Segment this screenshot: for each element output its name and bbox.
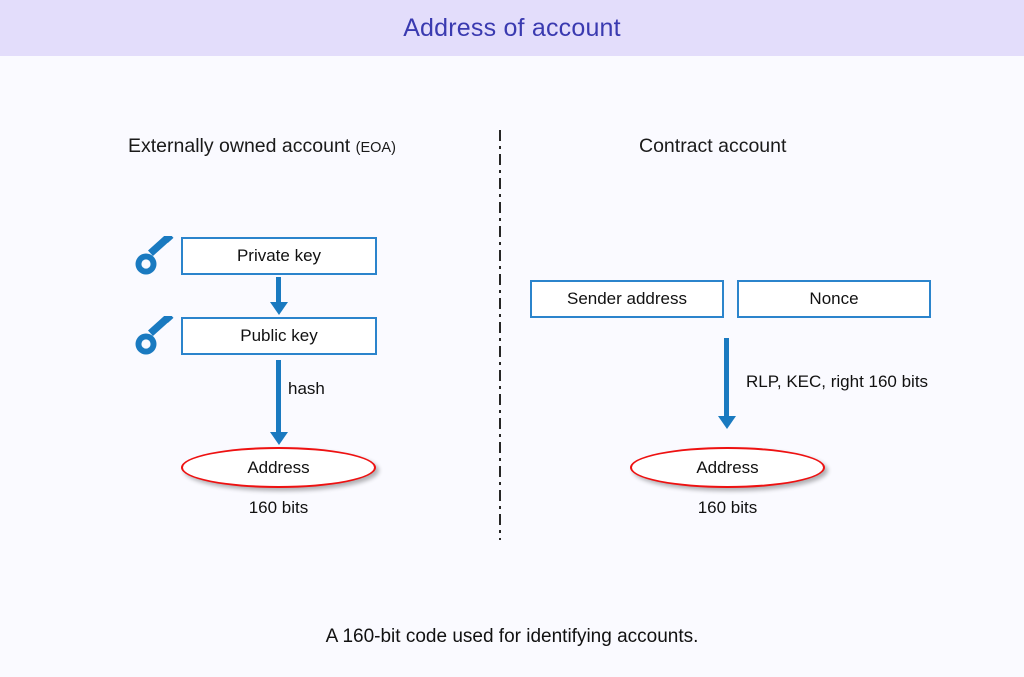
key-icon: [134, 312, 176, 356]
key-icon: [134, 232, 176, 276]
left-column-heading-sub: (EOA): [355, 140, 396, 156]
ellipse-address[interactable]: Address: [630, 447, 825, 488]
bits-label: 160 bits: [248, 498, 309, 517]
arrow-label-rlp-kec: RLP, KEC, right 160 bits: [746, 372, 929, 391]
arrow-hash: [270, 360, 288, 446]
page-title: Address of account: [403, 13, 621, 42]
box-private-key[interactable]: Private key: [181, 237, 377, 275]
right-column-heading: Contract account: [639, 135, 786, 158]
box-nonce[interactable]: Nonce: [737, 280, 931, 318]
arrow-private-to-public: [270, 277, 288, 315]
slide-header-bar: Address of account: [0, 0, 1024, 56]
left-column-heading-main: Externally owned account: [128, 135, 351, 157]
box-sender-address[interactable]: Sender address: [530, 280, 724, 318]
arrow-rlp-kec: [718, 338, 736, 430]
box-public-key[interactable]: Public key: [181, 317, 377, 355]
left-column-heading: Externally owned account (EOA): [128, 135, 396, 158]
slide-canvas: Externally owned account (EOA) Private k…: [0, 56, 1024, 677]
slide-caption: A 160-bit code used for identifying acco…: [325, 626, 699, 647]
arrow-label-hash: hash: [288, 379, 325, 398]
ellipse-address[interactable]: Address: [181, 447, 376, 488]
bits-label: 160 bits: [697, 498, 758, 517]
right-column-heading-main: Contract account: [639, 135, 787, 157]
column-divider: [499, 130, 501, 540]
